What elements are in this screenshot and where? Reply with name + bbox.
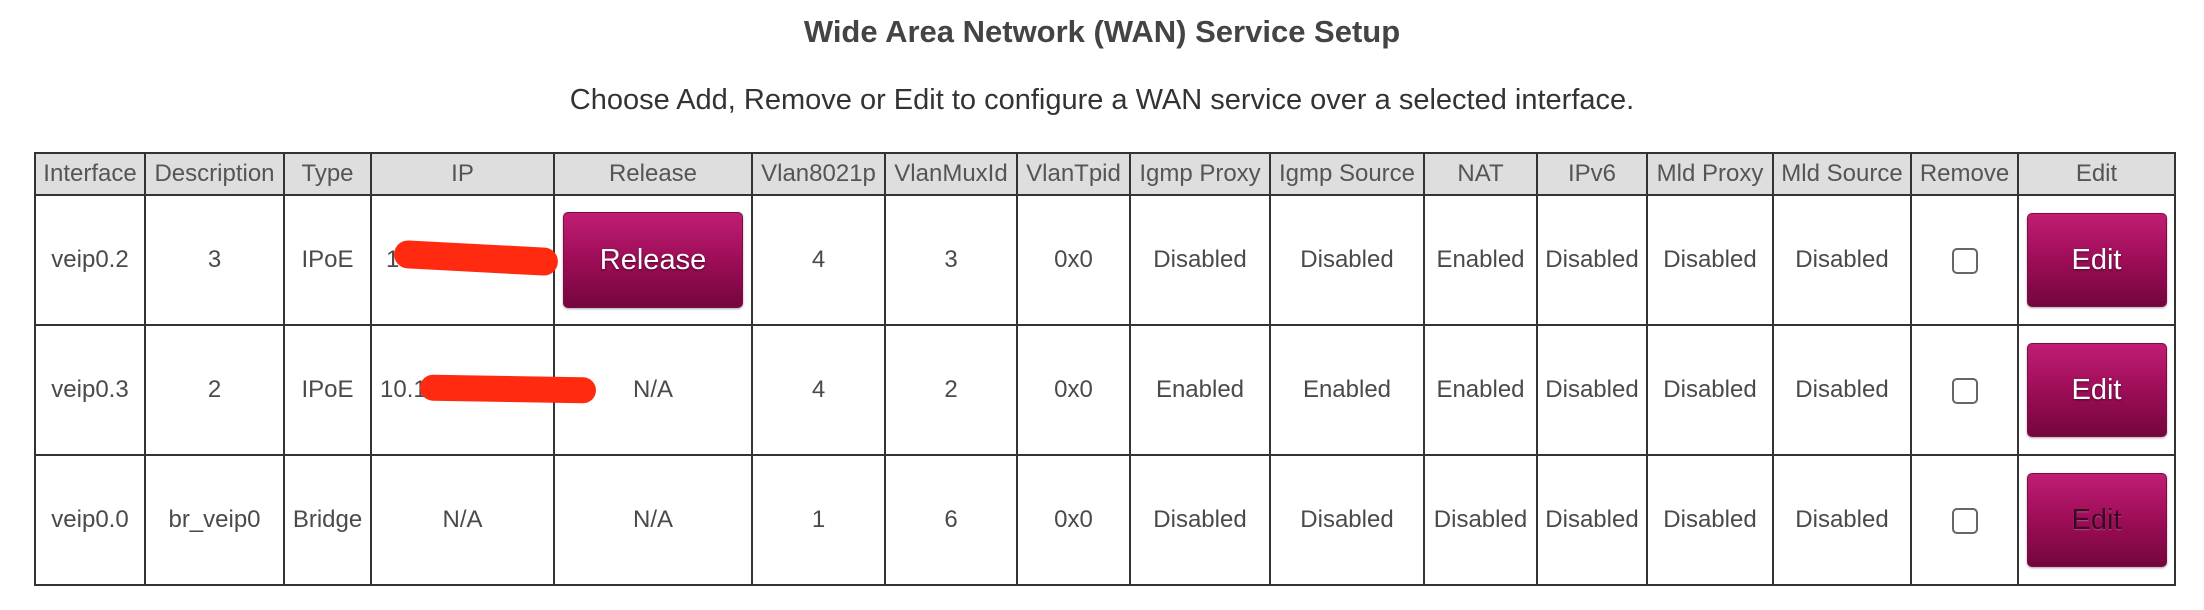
cell-edit: Edit [2017,454,2176,586]
header-igmp-proxy: Igmp Proxy [1129,152,1271,196]
cell-mld-source: Disabled [1772,194,1912,326]
edit-button[interactable]: Edit [2026,473,2167,567]
header-type: Type [283,152,372,196]
remove-checkbox[interactable] [1951,507,1978,534]
header-vlan8021p: Vlan8021p [751,152,886,196]
cell-igmp-source: Disabled [1269,194,1425,326]
cell-ip: N/A [370,454,555,586]
cell-interface: veip0.2 [34,194,146,326]
cell-mld-source: Disabled [1772,324,1912,456]
cell-interface: veip0.3 [34,324,146,456]
remove-checkbox[interactable] [1951,247,1978,274]
cell-interface: veip0.0 [34,454,146,586]
cell-ipv6: Disabled [1536,324,1648,456]
header-vlanmuxid: VlanMuxId [884,152,1018,196]
remove-checkbox[interactable] [1951,377,1978,404]
cell-nat: Disabled [1423,454,1538,586]
cell-vlantpid: 0x0 [1016,324,1131,456]
wan-service-table: Interface Description Type IP Release Vl… [34,152,2176,586]
cell-igmp-proxy: Enabled [1129,324,1271,456]
header-mld-source: Mld Source [1772,152,1912,196]
cell-description: 3 [144,194,285,326]
cell-ip: 10. [370,194,559,326]
cell-igmp-proxy: Disabled [1129,454,1271,586]
cell-vlan8021p: 4 [751,194,886,326]
cell-mld-proxy: Disabled [1646,324,1774,456]
cell-vlanmuxid: 2 [884,324,1018,456]
header-nat: NAT [1423,152,1538,196]
cell-type: IPoE [283,194,372,326]
header-vlantpid: VlanTpid [1016,152,1131,196]
cell-igmp-source: Enabled [1269,324,1425,456]
edit-button[interactable]: Edit [2026,213,2167,307]
table-header-row: Interface Description Type IP Release Vl… [34,152,2176,196]
cell-remove [1910,324,2019,456]
cell-release: N/A [553,454,753,586]
header-mld-proxy: Mld Proxy [1646,152,1774,196]
cell-mld-proxy: Disabled [1646,454,1774,586]
header-ip: IP [370,152,555,196]
header-description: Description [144,152,285,196]
release-button[interactable]: Release [563,212,743,308]
header-igmp-source: Igmp Source [1269,152,1425,196]
cell-mld-proxy: Disabled [1646,194,1774,326]
ip-text: 10.1 [380,376,427,403]
cell-release: Release [553,194,753,326]
page-subtitle: Choose Add, Remove or Edit to configure … [569,84,1635,116]
cell-nat: Enabled [1423,324,1538,456]
cell-mld-source: Disabled [1772,454,1912,586]
redaction-mark [419,374,597,404]
cell-vlan8021p: 4 [751,324,886,456]
edit-button[interactable]: Edit [2026,343,2167,437]
header-remove: Remove [1910,152,2019,196]
header-edit: Edit [2017,152,2176,196]
cell-nat: Enabled [1423,194,1538,326]
cell-igmp-proxy: Disabled [1129,194,1271,326]
cell-vlantpid: 0x0 [1016,454,1131,586]
cell-description: 2 [144,324,285,456]
header-interface: Interface [34,152,146,196]
cell-igmp-source: Disabled [1269,454,1425,586]
cell-remove [1910,454,2019,586]
cell-vlantpid: 0x0 [1016,194,1131,326]
header-ipv6: IPv6 [1536,152,1648,196]
cell-vlanmuxid: 3 [884,194,1018,326]
cell-ip: 10.1 [370,324,597,456]
cell-ipv6: Disabled [1536,194,1648,326]
cell-remove [1910,194,2019,326]
cell-edit: Edit [2017,324,2176,456]
cell-type: Bridge [283,454,372,586]
cell-description: br_veip0 [144,454,285,586]
cell-edit: Edit [2017,194,2176,326]
cell-type: IPoE [283,324,372,456]
table-row: veip0.0 br_veip0 Bridge N/A N/A 1 6 0x0 … [34,454,2176,586]
table-row: veip0.2 3 IPoE 10. Release 4 3 0x0 Disab… [34,194,2176,326]
page-title: Wide Area Network (WAN) Service Setup [803,14,1401,49]
header-release: Release [553,152,753,196]
table-row: veip0.3 2 IPoE 10.1 N/A 4 2 0x0 Enabled … [34,324,2176,456]
cell-ipv6: Disabled [1536,454,1648,586]
cell-vlan8021p: 1 [751,454,886,586]
cell-vlanmuxid: 6 [884,454,1018,586]
